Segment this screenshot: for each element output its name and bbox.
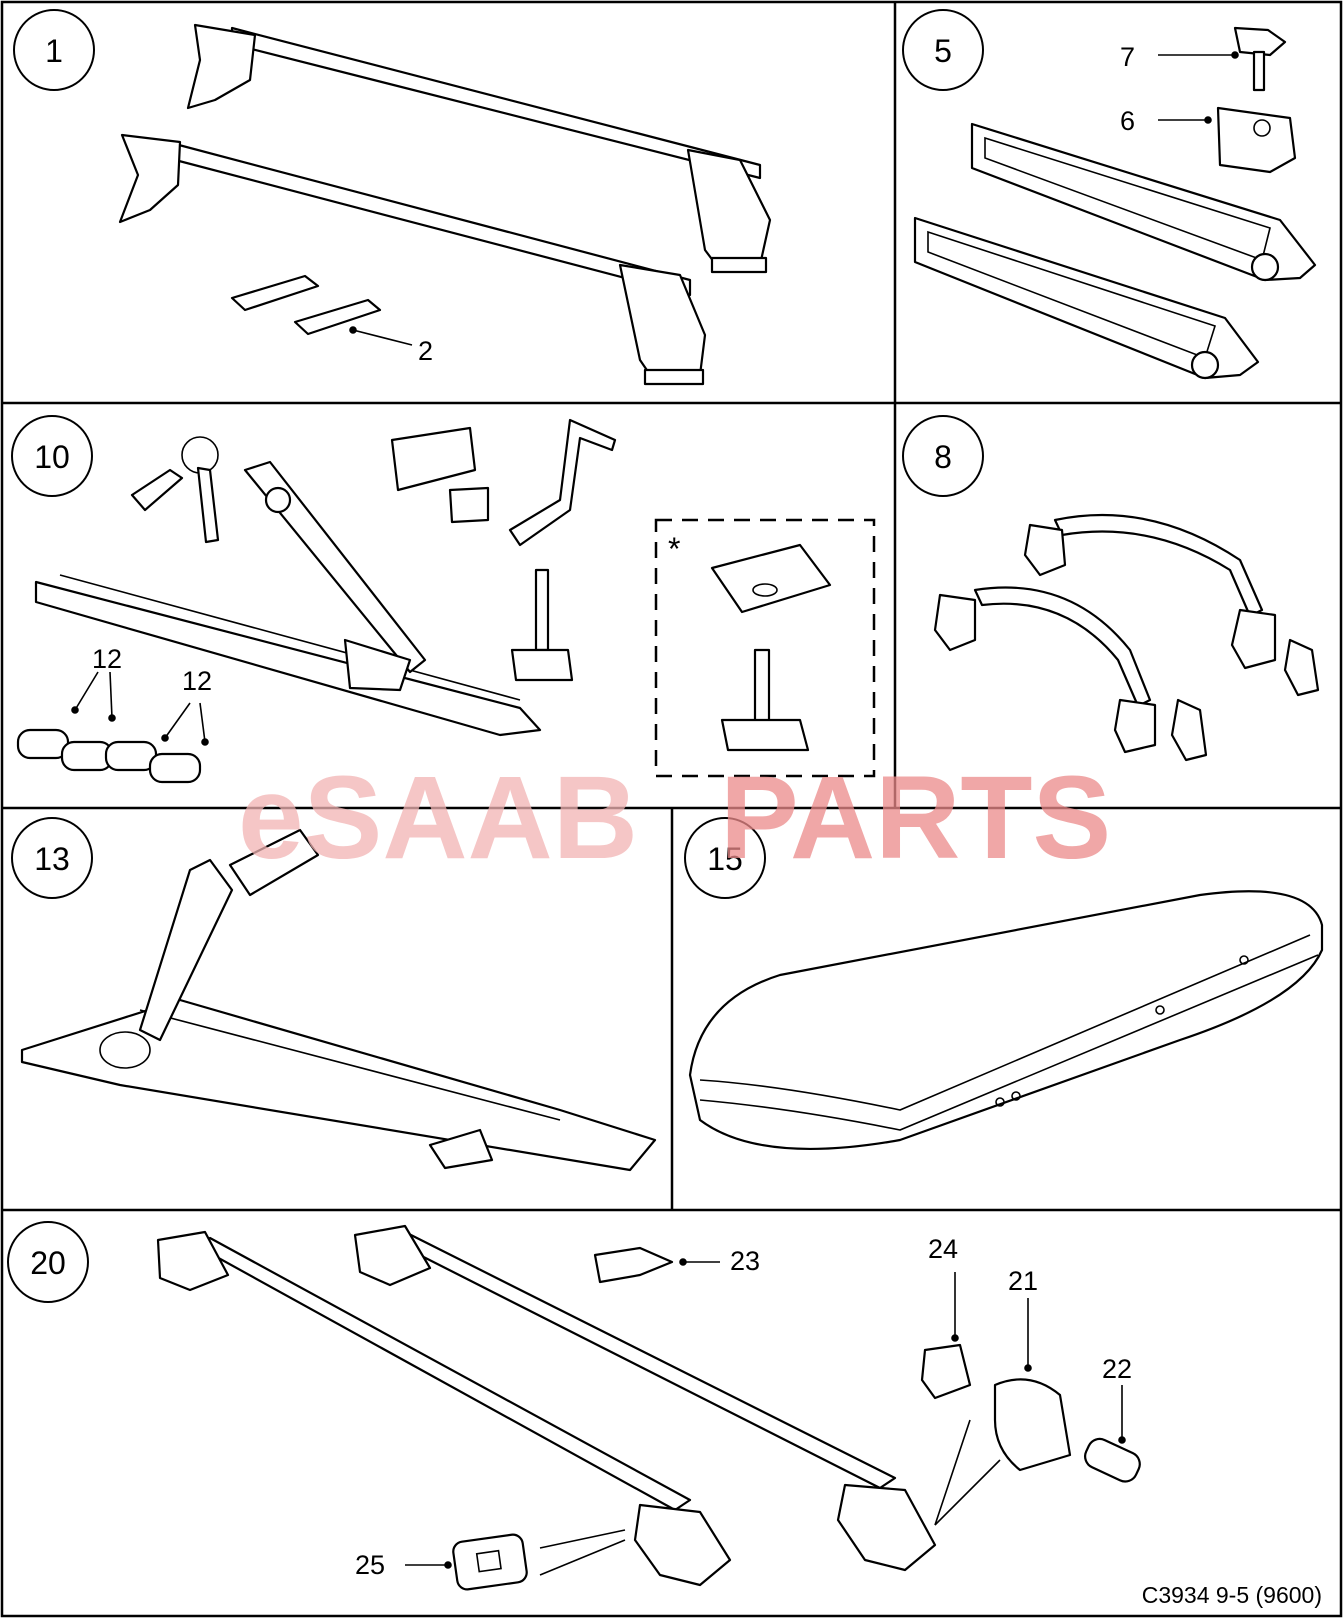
- spacer: [16, 728, 70, 760]
- svg-text:8: 8: [934, 439, 952, 475]
- callout-leaders: [71, 51, 1239, 1569]
- t-bolt: [534, 568, 550, 652]
- clip-23: [593, 1246, 674, 1284]
- ski-holder-illustration: [913, 26, 1317, 380]
- rubber-pad: [293, 298, 382, 336]
- sleeve-22: [1084, 1437, 1141, 1483]
- roof-rack-illustration: [118, 23, 772, 386]
- key: [130, 468, 184, 512]
- spacer: [104, 740, 158, 772]
- panel-number-10: 10: [11, 415, 93, 497]
- load-carrier-illustration: [156, 1224, 1141, 1591]
- panel-number-15: 15: [684, 817, 766, 899]
- svg-text:1: 1: [45, 33, 63, 69]
- callout-6: 6: [1120, 106, 1135, 136]
- rubber-pad: [230, 274, 320, 312]
- lock-key: [1233, 26, 1287, 57]
- svg-text:PARTS: PARTS: [720, 752, 1111, 884]
- panel-number-8: 8: [902, 415, 984, 497]
- mounting-bracket: [508, 418, 617, 547]
- lock-cylinder: [1216, 106, 1297, 174]
- drawing-code: C3934 9-5 (9600): [1142, 1582, 1322, 1608]
- strap-buckle: [448, 486, 490, 524]
- callout-21: 21: [1008, 1266, 1038, 1296]
- callout-23: 23: [730, 1246, 760, 1276]
- end-cap-21: [993, 1378, 1072, 1472]
- adaptor-kit-illustration: [933, 513, 1320, 762]
- panel-number-1: 1: [13, 9, 95, 91]
- svg-text:20: 20: [30, 1245, 66, 1281]
- strap: [390, 426, 477, 492]
- spacer: [148, 752, 202, 784]
- cover-25: [452, 1533, 528, 1591]
- key: [196, 466, 220, 544]
- bicycle-holder-illustration: [16, 418, 617, 784]
- watermark: eSAAB PARTS: [238, 752, 1111, 884]
- callout-12a: 12: [92, 644, 122, 674]
- svg-text:13: 13: [34, 841, 70, 877]
- callout-25: 25: [355, 1550, 385, 1580]
- clip-24: [920, 1343, 972, 1400]
- callout-24: 24: [928, 1234, 958, 1264]
- alternative-fitting-box: *: [654, 518, 876, 778]
- callout-2: 2: [418, 336, 433, 366]
- fork-mount-illustration: [20, 828, 657, 1172]
- panel-number-20: 20: [7, 1221, 89, 1303]
- panel-number-5: 5: [902, 9, 984, 91]
- svg-text:eSAAB: eSAAB: [238, 752, 638, 884]
- svg-text:10: 10: [34, 439, 70, 475]
- svg-text:*: *: [668, 531, 680, 567]
- svg-text:15: 15: [707, 841, 743, 877]
- svg-text:5: 5: [934, 33, 952, 69]
- panel-number-13: 13: [11, 817, 93, 899]
- callout-22: 22: [1102, 1354, 1132, 1384]
- spacer: [60, 740, 114, 772]
- callout-7: 7: [1120, 42, 1135, 72]
- roof-box-illustration: [688, 890, 1324, 1150]
- callout-12b: 12: [182, 666, 212, 696]
